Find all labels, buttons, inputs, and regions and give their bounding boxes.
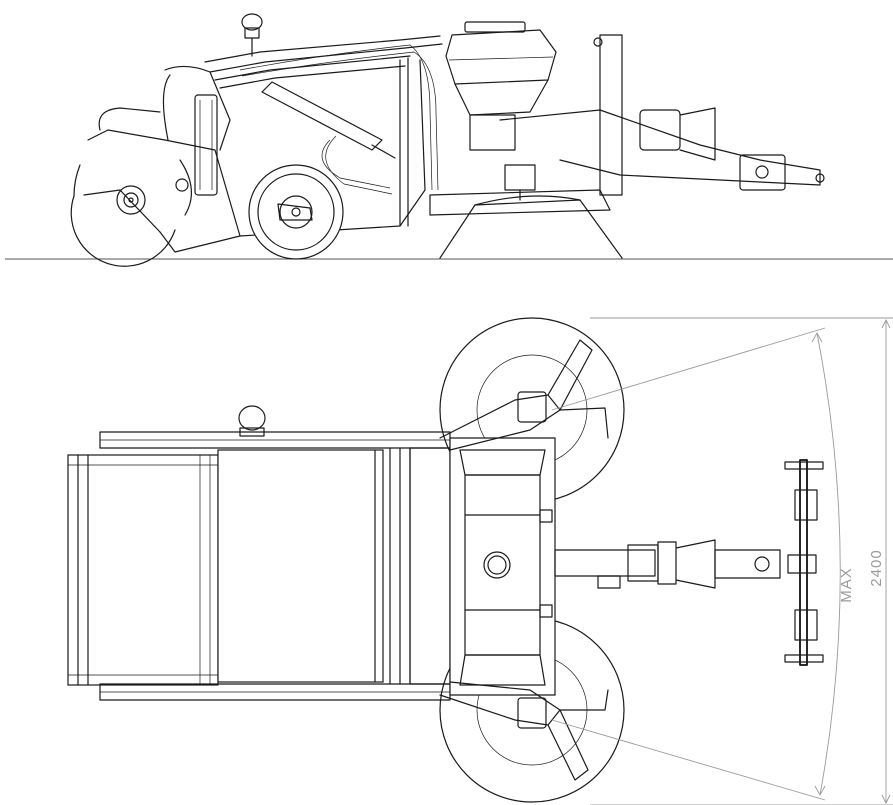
side-brush — [70, 164, 176, 267]
top-hopper — [449, 437, 556, 696]
dimension-qualifier: MAX — [838, 567, 855, 603]
spinner-cone — [439, 164, 623, 259]
dimension-annotation: MAX 2400 — [590, 317, 893, 805]
beacon — [241, 13, 263, 57]
hydraulic-hoses — [239, 44, 439, 195]
top-beacon — [238, 405, 266, 437]
brush-housing — [67, 454, 219, 686]
top-view — [67, 317, 826, 803]
hopper — [445, 21, 557, 151]
side-view — [5, 13, 893, 267]
wheel-arms — [439, 339, 609, 781]
hydraulic-ram — [261, 81, 396, 159]
arrow-bottom — [814, 785, 826, 796]
dimension-arc — [816, 332, 841, 796]
side-drawbar — [429, 34, 825, 216]
side-body — [239, 57, 426, 260]
top-drawbar — [554, 459, 824, 666]
dimension-value: 2400 — [868, 549, 885, 586]
arrow-top — [811, 332, 823, 343]
side-frame — [87, 35, 443, 253]
